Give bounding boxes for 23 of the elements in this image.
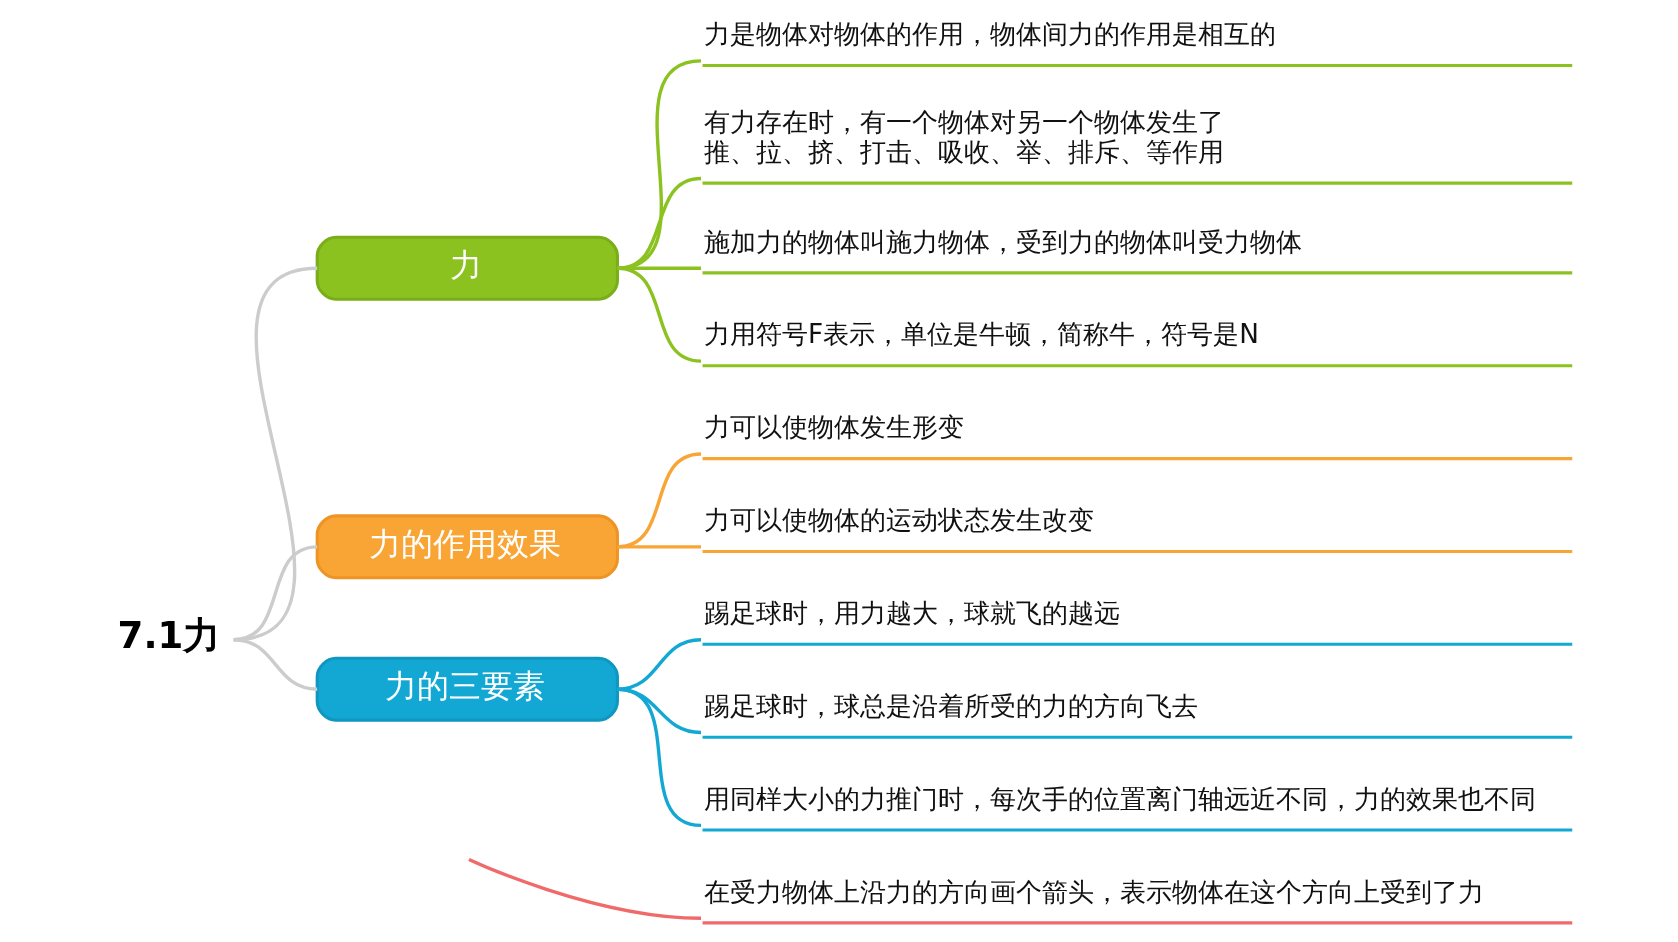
connector	[616, 59, 701, 270]
node-text: 用同样大小的力推门时，每次手的位置离门轴远近不同，力的效果也不同	[703, 783, 1536, 814]
connector	[616, 545, 701, 549]
node-text: 力用符号F表示，单位是牛顿，简称牛，符号是N	[703, 319, 1259, 350]
node-text: 踢足球时，用力越大，球就飞的越远	[703, 598, 1120, 629]
node-text: 力是物体对物体的作用，物体间力的作用是相互的	[703, 19, 1276, 50]
connector	[232, 638, 317, 691]
node-text: 7.1力	[117, 613, 220, 657]
node-box: 力	[315, 235, 619, 301]
connector	[616, 687, 701, 828]
connector	[616, 452, 701, 549]
node-text: 在受力物体上沿力的方向画个箭头，表示物体在这个方向上受到了力	[703, 876, 1484, 907]
connector	[616, 176, 701, 270]
node-text: 有力存在时，有一个物体对另一个物体发生了推、拉、挤、打击、吸收、举、排斥、等作用	[703, 107, 1224, 167]
node-box: 力的作用效果	[315, 514, 619, 580]
node-text: 施加力的物体叫施力物体，受到力的物体叫受力物体	[703, 226, 1302, 257]
connector	[616, 638, 701, 691]
node-box: 力的三要素	[315, 656, 619, 722]
node-text: 踢足球时，球总是沿着所受的力的方向飞去	[703, 690, 1198, 721]
connector	[616, 266, 701, 363]
node-text: 力可以使物体发生形变	[703, 412, 964, 443]
connector	[467, 857, 701, 920]
node-text: 力可以使物体的运动状态发生改变	[703, 505, 1094, 536]
